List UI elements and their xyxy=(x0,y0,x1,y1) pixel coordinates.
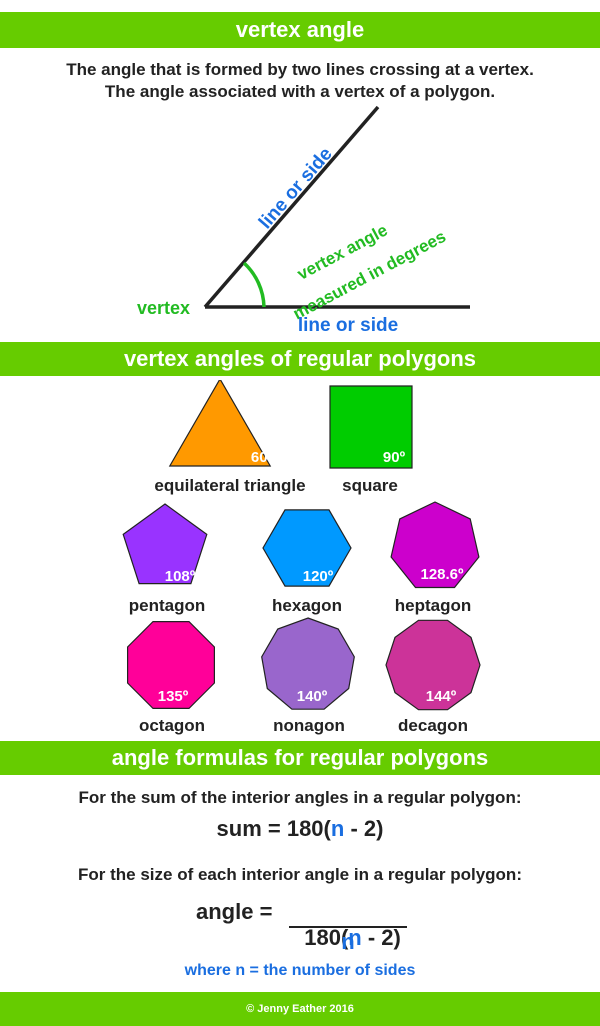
sum-n: n xyxy=(330,816,345,841)
vertex-label: vertex xyxy=(137,298,190,318)
footer-banner: © Jenny Eather 2016 xyxy=(0,992,600,1026)
decagon-shape xyxy=(385,619,481,711)
heptagon-shape xyxy=(390,501,480,589)
hexagon-shape xyxy=(262,509,352,587)
angle-formula-prefix: angle = xyxy=(196,899,279,924)
sum-formula: sum = 180(n - 2) xyxy=(0,816,600,842)
title-banner: vertex angle xyxy=(0,12,600,48)
equilateral-triangle-shape xyxy=(168,380,272,467)
label-heptagon: heptagon xyxy=(394,596,472,615)
decagon-angle-label: 144º xyxy=(426,688,457,705)
label-square: square xyxy=(342,476,398,495)
side-label-lower: line or side xyxy=(298,315,398,336)
sum-prefix: sum = 180( xyxy=(216,816,331,841)
fraction-bar xyxy=(289,926,407,928)
vertex-angle-diagram: line or side vertex angle measured in de… xyxy=(137,105,470,336)
heptagon-angle-label: 128.6º xyxy=(420,566,464,583)
angle-formula-denominator: n xyxy=(341,929,355,954)
octagon-angle-label: 135º xyxy=(158,688,189,705)
pentagon-shape xyxy=(122,503,208,585)
formulas-title: angle formulas for regular polygons xyxy=(111,745,489,770)
label-decagon: decagon xyxy=(398,716,468,735)
each-intro: For the size of each interior angle in a… xyxy=(78,865,522,884)
numerator-suffix: - 2) xyxy=(361,925,401,950)
nonagon-shape xyxy=(261,617,355,710)
numerator-prefix: 180( xyxy=(304,925,349,950)
label-hexagon: hexagon xyxy=(272,596,342,615)
label-octagon: octagon xyxy=(138,716,206,735)
polygons-banner: vertex angles of regular polygons xyxy=(0,342,600,376)
label-nonagon: nonagon xyxy=(273,716,345,735)
page-title: vertex angle xyxy=(235,17,365,42)
upper-line xyxy=(203,105,380,309)
nonagon-angle-label: 140º xyxy=(297,688,328,705)
copyright-text: © Jenny Eather 2016 xyxy=(246,1003,354,1015)
definition-line-1: The angle that is formed by two lines cr… xyxy=(66,60,534,79)
sum-intro: For the sum of the interior angles in a … xyxy=(78,788,522,807)
octagon-shape xyxy=(126,621,215,709)
angle-arc xyxy=(242,261,266,308)
definition-line-2: The angle associated with a vertex of a … xyxy=(104,82,496,101)
equilateral-triangle-angle-label: 60º xyxy=(251,449,274,466)
sum-suffix: - 2) xyxy=(344,816,384,841)
side-label-upper: line or side xyxy=(255,144,337,233)
pentagon-angle-label: 108º xyxy=(165,568,196,585)
square-shape xyxy=(329,385,413,469)
numerator-n: n xyxy=(348,925,362,950)
label-pentagon: pentagon xyxy=(128,596,206,615)
formulas-banner: angle formulas for regular polygons xyxy=(0,741,600,775)
polygons-title: vertex angles of regular polygons xyxy=(123,346,477,371)
label-equilateral-triangle: equilateral triangle xyxy=(154,476,306,495)
hexagon-angle-label: 120º xyxy=(303,568,334,585)
polygons-figure: 60º 90º 108º 120º 128.6º 135º 140º 144º xyxy=(122,380,481,711)
where-note: where n = the number of sides xyxy=(184,962,416,979)
angle-formula-numerator: 180(n - 2) xyxy=(292,899,401,951)
square-angle-label: 90º xyxy=(383,449,406,466)
